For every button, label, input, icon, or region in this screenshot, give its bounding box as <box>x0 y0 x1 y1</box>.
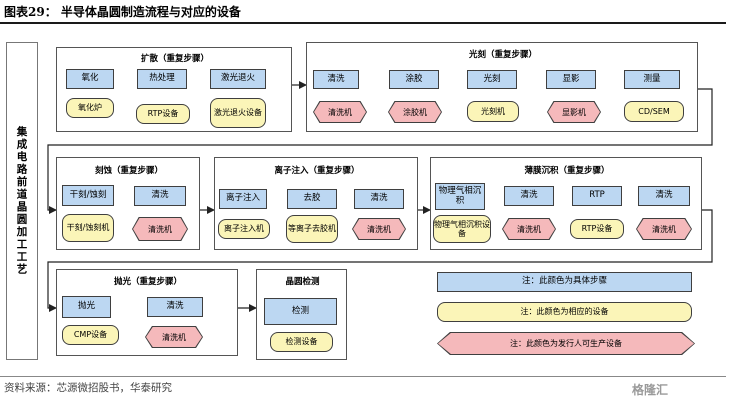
source-note: 资料来源：芯源微招股书，华泰研究 <box>4 382 172 394</box>
step-polish-clean: 清洗 <box>147 297 203 317</box>
step-ion-implant: 离子注入 <box>219 189 267 209</box>
step-film-clean-2: 清洗 <box>638 186 690 206</box>
equip-plasma-stripper: 等离子去胶机 <box>286 215 338 243</box>
legend-equipment: 注：此颜色为相应的设备 <box>437 302 692 322</box>
step-oxidation: 氧化 <box>66 69 114 89</box>
equip-dry-etcher: 干刻/蚀刻机 <box>62 214 114 242</box>
equip-oxidation-furnace: 氧化炉 <box>66 98 114 118</box>
watermark-logo: 格隆汇 <box>632 383 669 397</box>
legend-issuer-equipment: 注：此颜色为发行人可生产设备 <box>437 332 695 355</box>
step-film-clean-1: 清洗 <box>504 186 554 206</box>
equip-laser-anneal: 激光退火设备 <box>210 98 266 128</box>
flow-line-film-polish <box>47 209 713 312</box>
legend-step: 注：此颜色为具体步骤 <box>437 272 692 292</box>
step-implant-clean: 清洗 <box>354 189 404 209</box>
step-dry-etch: 干刻/蚀刻 <box>62 185 114 206</box>
panel-diffusion-title: 扩散（重复步骤） <box>140 54 209 64</box>
step-develop: 显影 <box>546 70 596 89</box>
step-inspect: 检测 <box>264 298 337 325</box>
step-exposure: 光刻 <box>467 70 517 89</box>
title-divider <box>0 22 726 24</box>
equip-inspection: 检测设备 <box>270 332 333 352</box>
panel-ion-implant-title: 离子注入（重复步骤） <box>274 166 360 176</box>
equip-ion-implanter: 离子注入机 <box>218 219 270 239</box>
equip-film-rtp: RTP设备 <box>570 219 624 239</box>
equip-rtp: RTP设备 <box>136 104 190 124</box>
equip-film-cleaner-1: 清洗机 <box>502 218 556 240</box>
equip-film-cleaner-2: 清洗机 <box>636 218 692 240</box>
panel-thin-film-title: 薄膜沉积（重复步骤） <box>524 166 610 176</box>
panel-inspection-title: 晶圆检测 <box>285 277 320 287</box>
equip-polish-cleaner: 清洗机 <box>145 326 203 348</box>
panel-lithography-title: 光刻（重复步骤） <box>468 50 537 60</box>
step-etch-clean: 清洗 <box>134 186 186 206</box>
equip-etch-cleaner: 清洗机 <box>132 217 188 241</box>
equip-litho-cleaner: 清洗机 <box>313 101 367 123</box>
equip-lithography-machine: 光刻机 <box>467 101 519 122</box>
step-laser-anneal: 激光退火 <box>210 69 266 89</box>
equip-developer: 显影机 <box>547 101 601 123</box>
step-strip: 去胶 <box>287 189 337 209</box>
step-measure: 测量 <box>624 70 680 89</box>
step-heat-treatment: 热处理 <box>137 69 187 89</box>
step-coating: 涂胶 <box>389 70 439 89</box>
step-polish: 抛光 <box>62 296 111 318</box>
figure-title: 图表29： 半导体晶圆制造流程与对应的设备 <box>4 5 241 19</box>
equip-implant-cleaner: 清洗机 <box>352 218 406 240</box>
footer-divider <box>0 376 726 377</box>
equip-coater: 涂胶机 <box>388 101 442 123</box>
step-rtp: RTP <box>572 186 622 206</box>
sidebar-label: 集成电路前道晶圆加工工艺 <box>15 126 28 276</box>
equip-cd-sem: CD/SEM <box>624 101 684 122</box>
step-litho-clean: 清洗 <box>313 70 359 89</box>
process-sidebar: 集成电路前道晶圆加工工艺 <box>6 42 38 360</box>
equip-cmp: CMP设备 <box>62 325 119 345</box>
flow-line-litho-etch <box>47 88 713 214</box>
panel-etch-title: 刻蚀（重复步骤） <box>94 166 163 176</box>
equip-pvd: 物理气相沉积设备 <box>433 215 491 243</box>
step-pvd: 物理气相沉积 <box>435 183 485 210</box>
panel-polish-title: 抛光（重复步骤） <box>113 277 182 287</box>
